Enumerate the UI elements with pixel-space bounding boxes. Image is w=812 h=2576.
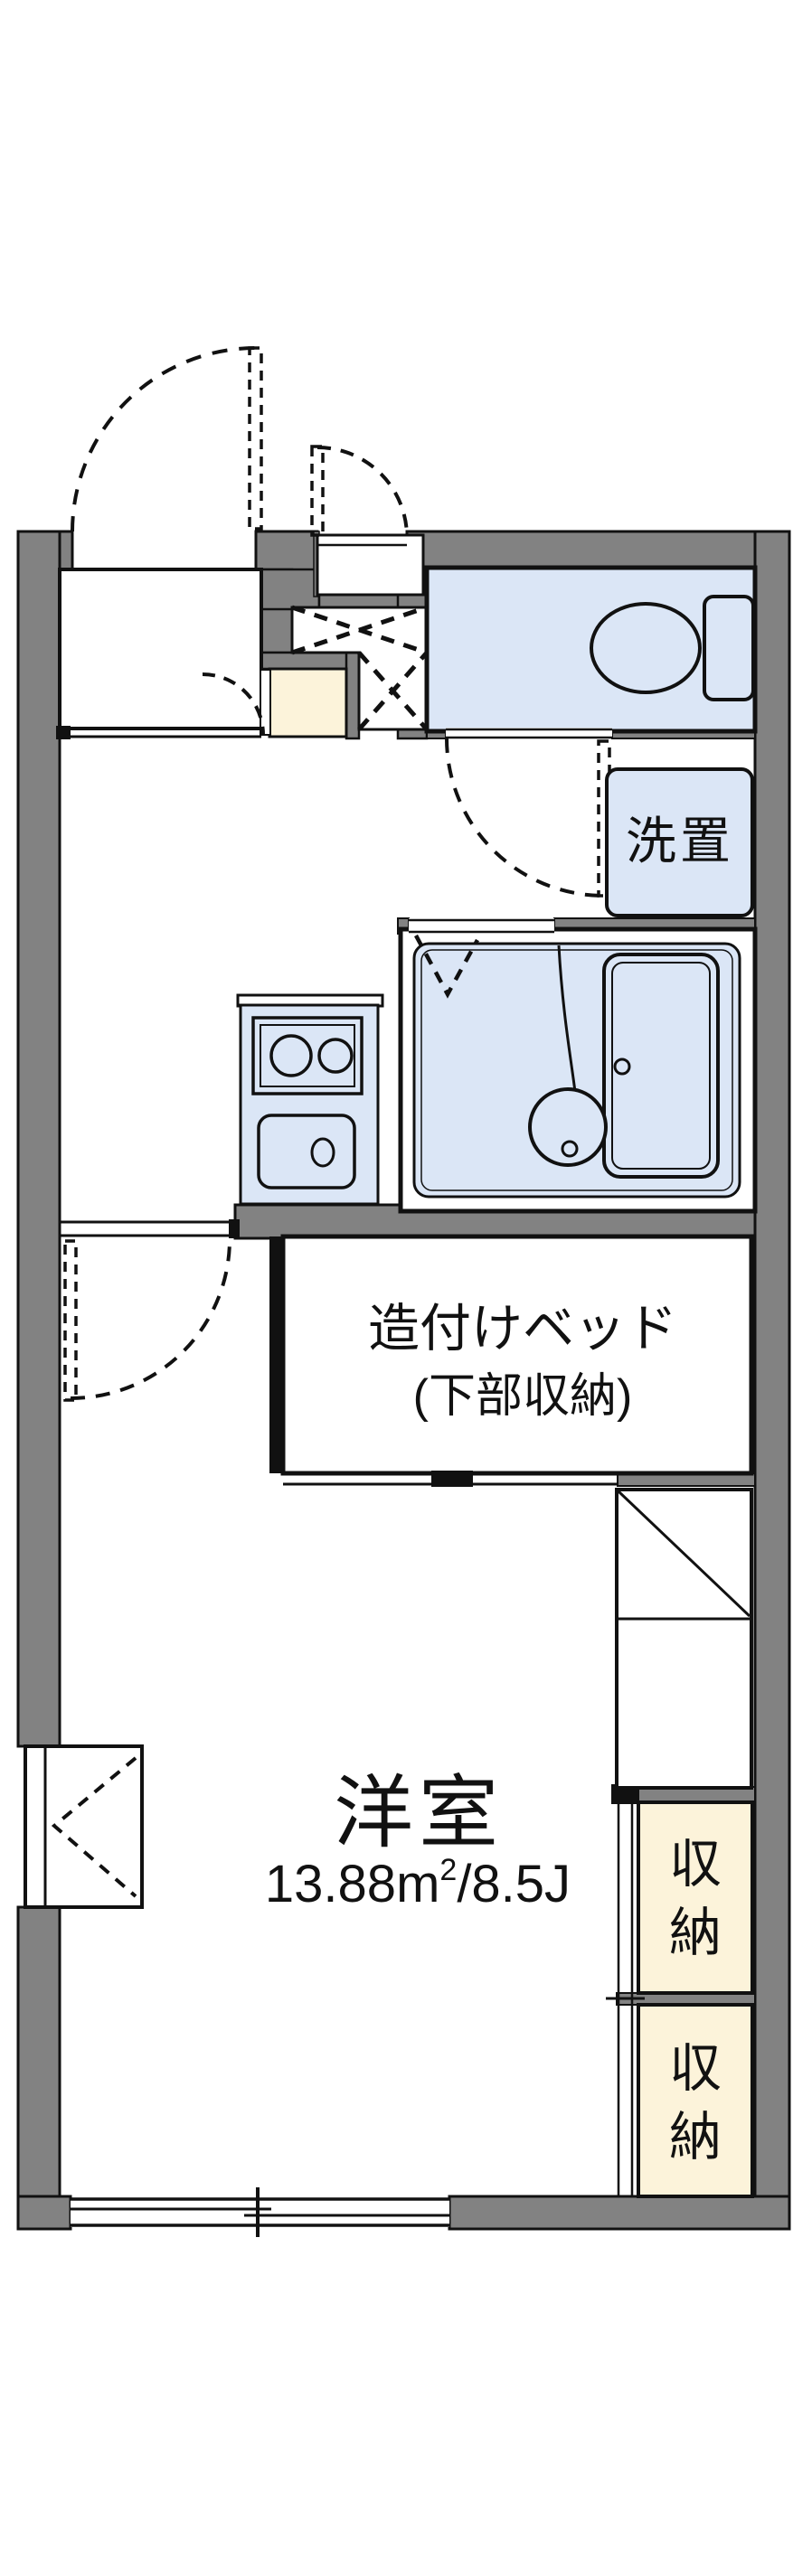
kitchen-stove-inner (260, 1024, 355, 1087)
wall-left-lower (16, 1905, 61, 2231)
storage-closet-bottom (637, 2003, 754, 2198)
hall-door-cap (229, 1219, 240, 1238)
entrance-door-panel (248, 346, 263, 531)
kitchen-sink-drain (310, 1137, 335, 1168)
storage-top-label-2: 納 (669, 1904, 722, 1962)
wall-top-middle (254, 530, 319, 574)
bathtub-drain (613, 1058, 631, 1076)
bathroom-floor-inner-line (420, 949, 733, 1191)
bath-washbasin (528, 1087, 608, 1167)
entrance-door-swing-arc (71, 346, 257, 532)
wall-above-genkan (260, 651, 361, 671)
bathroom-folding-door-mark (414, 934, 479, 999)
entry-hall-room (58, 568, 263, 730)
toilet-tank (703, 595, 755, 701)
bottom-window (71, 2198, 449, 2227)
kitchen-burner-left (269, 1034, 313, 1077)
washer-space-label: 洗置 (626, 813, 734, 870)
storage-bottom-label-1: 収 (669, 2039, 722, 2098)
kitchen-burner-right (317, 1038, 354, 1074)
bed-label-line1: 造付けベッド (368, 1300, 677, 1358)
bathroom-door-opening (409, 918, 554, 934)
room-name-label: 洋室 (334, 1768, 504, 1857)
genkan-door-swing-arc (202, 672, 265, 736)
kitchen-sink (257, 1114, 356, 1189)
wall-bottom-right (448, 2195, 791, 2231)
bathtub (602, 953, 720, 1179)
wall-bottom-left (16, 2195, 72, 2231)
bed-room-left-wall (269, 1236, 283, 1473)
storage-bottom-label-2: 納 (669, 2108, 722, 2167)
genkan-door-panel (260, 669, 271, 736)
alcove-door-swing-arc (316, 446, 409, 538)
hall-door-swing-arc (70, 1238, 231, 1400)
alcove-door-panel (310, 445, 325, 537)
wall-left-upper (16, 530, 61, 1748)
storage-top-label-1: 収 (669, 1835, 722, 1894)
wall-right-of-genkan (345, 651, 361, 740)
entry-hall-sill-cap (56, 726, 71, 739)
room-area-label: 13.88m2/8.5J (265, 1853, 571, 1913)
wall-alcove-left (260, 568, 321, 611)
bathtub-inner-line (611, 962, 711, 1170)
bed-label-line2: (下部収納) (413, 1370, 633, 1423)
fridge-space-diagonal (617, 1490, 751, 1618)
toilet-door-swing-arc (445, 738, 605, 898)
left-window-box (24, 1744, 144, 1909)
shoe-storage-x-marks (291, 605, 429, 731)
kitchen-stove (251, 1016, 364, 1095)
bath-partition-curve (557, 945, 577, 1093)
hall-door-panel (63, 1239, 78, 1402)
wall-right (753, 530, 791, 2231)
fridge-space (615, 1488, 753, 1790)
bath-washbasin-drain (561, 1140, 579, 1158)
washer-space-box (605, 767, 754, 917)
bed-front-black-segment (431, 1471, 473, 1487)
storage-closet-top (637, 1800, 754, 1995)
left-window-open-mark (51, 1756, 137, 1898)
toilet-bowl (590, 602, 702, 694)
genkan-step (268, 667, 348, 738)
